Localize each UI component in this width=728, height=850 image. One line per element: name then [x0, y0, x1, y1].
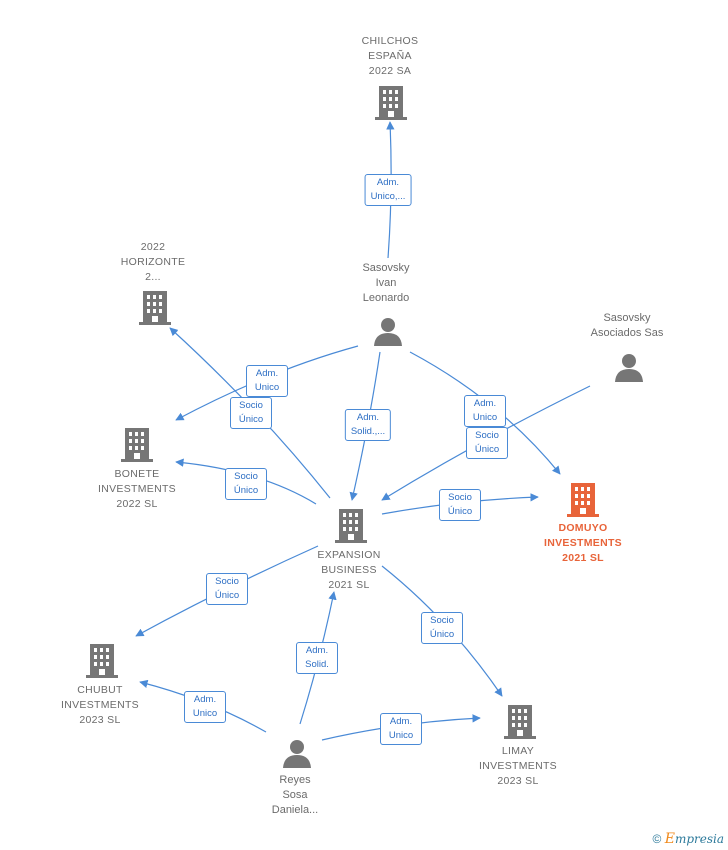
node-label-asociados[interactable]: Sasovsky Asociados Sas: [590, 312, 664, 339]
edge-label-exp-domuyo: Socio Único: [439, 489, 481, 521]
edge-label-ivan-exp: Adm. Solid.,...: [344, 409, 392, 441]
edge-label-exp-bonete: Socio Único: [225, 468, 267, 500]
node-label-horizonte[interactable]: 2022 HORIZONTE 2...: [120, 241, 186, 283]
building-icon: [121, 428, 153, 462]
node-label-expansion[interactable]: EXPANSION BUSINESS 2021 SL: [317, 549, 381, 591]
edge-label-exp-limay: Socio Único: [421, 612, 463, 644]
edge-label-ivan-domuyo: Adm. Unico: [464, 395, 506, 427]
edge-label-reyes-exp: Adm. Solid.: [296, 642, 338, 674]
edge-label-asoc-exp: Socio Único: [466, 427, 508, 459]
edge-label-ivan-chilchos: Adm. Unico,...: [364, 174, 412, 206]
building-icon: [504, 705, 536, 739]
person-icon: [283, 740, 311, 768]
node-label-limay[interactable]: LIMAY INVESTMENTS 2023 SL: [479, 745, 557, 787]
person-icon: [615, 354, 643, 382]
brand-initial: E: [664, 831, 675, 847]
person-icon: [374, 318, 402, 346]
node-label-chubut[interactable]: CHUBUT INVESTMENTS 2023 SL: [61, 684, 139, 726]
building-focus-icon: [567, 483, 599, 517]
edge-label-reyes-chubut: Adm. Unico: [184, 691, 226, 723]
building-icon: [375, 86, 407, 120]
building-icon: [335, 509, 367, 543]
edge-label-exp-horizonte: Socio Único: [230, 397, 272, 429]
node-label-domuyo[interactable]: DOMUYO INVESTMENTS 2021 SL: [544, 522, 622, 564]
building-icon: [139, 291, 171, 325]
edge-label-ivan-bonete: Adm. Unico: [246, 365, 288, 397]
brand-name: mpresia: [674, 832, 724, 846]
edge-label-exp-chubut: Socio Único: [206, 573, 248, 605]
node-label-bonete[interactable]: BONETE INVESTMENTS 2022 SL: [98, 468, 176, 510]
edge-label-reyes-limay: Adm. Unico: [380, 713, 422, 745]
node-label-ivan[interactable]: Sasovsky Ivan Leonardo: [362, 262, 410, 304]
node-label-chilchos[interactable]: CHILCHOS ESPAÑA 2022 SA: [361, 35, 419, 77]
copyright-symbol: ©: [652, 832, 662, 846]
node-label-reyes[interactable]: Reyes Sosa Daniela...: [271, 774, 319, 816]
building-icon: [86, 644, 118, 678]
empresia-logo[interactable]: © Empresia: [653, 831, 724, 847]
